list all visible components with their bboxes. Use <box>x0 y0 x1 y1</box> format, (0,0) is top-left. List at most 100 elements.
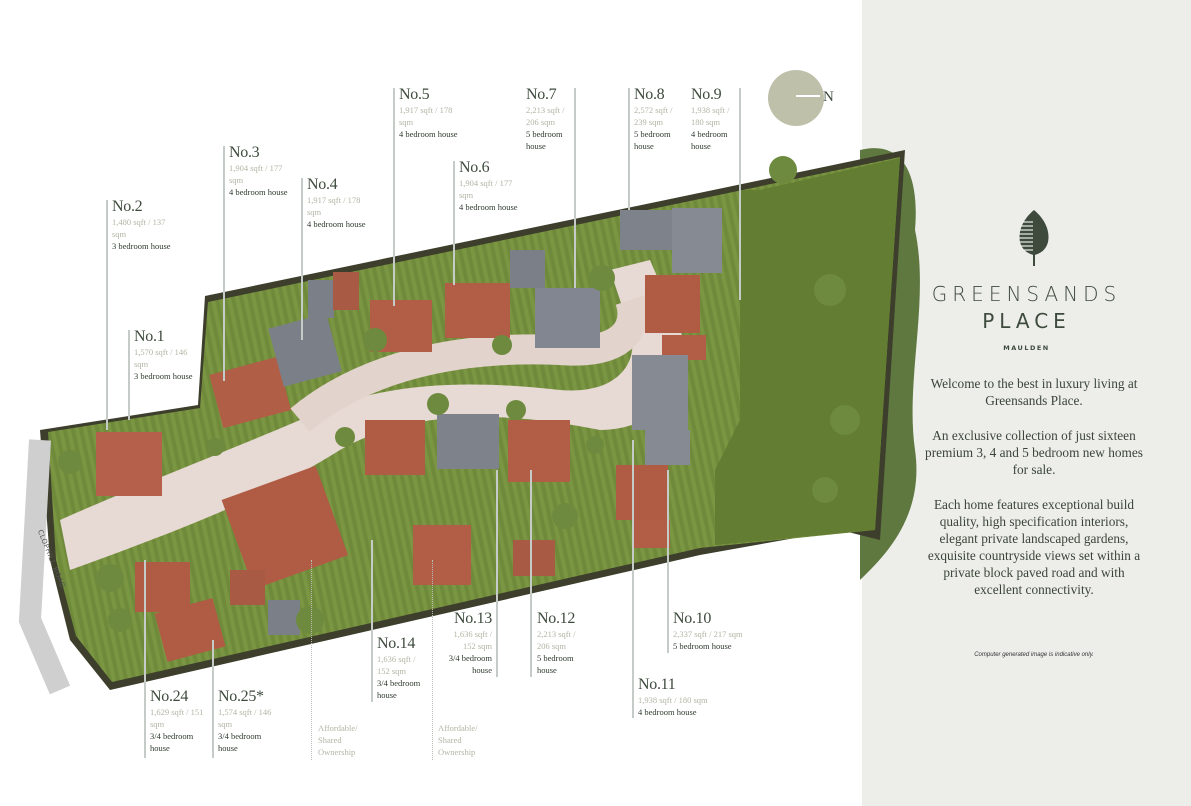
plot-label-no3[interactable]: No.3 1,904 sqft / 177 sqm 4 bedroom house <box>229 144 289 198</box>
leader-line <box>223 146 225 381</box>
plot-type: 4 bedroom house <box>307 219 366 229</box>
site-plan-map <box>18 70 920 695</box>
house-affordable-1 <box>413 525 471 585</box>
affordable-text: Affordable/ Shared Ownership <box>318 723 358 757</box>
plot-number: No.25* <box>218 688 264 705</box>
plot-label-no6[interactable]: No.6 1,904 sqft / 177 sqm 4 bedroom house <box>459 159 519 213</box>
plot-size: 2,213 sqft / 206 sqm <box>526 105 565 127</box>
leader-line <box>739 88 741 300</box>
plot-size: 2,337 sqft / 217 sqm <box>673 629 743 639</box>
house-affordable-2 <box>221 465 349 590</box>
leader-line <box>301 178 303 340</box>
disclaimer: Computer generated image is indicative o… <box>974 652 1094 658</box>
plot-size: 1,480 sqft / 137 sqm <box>112 217 166 239</box>
plot-size: 1,938 sqft / 180 sqm <box>638 695 708 705</box>
intro-paragraph-1: Welcome to the best in luxury living at … <box>930 376 1138 408</box>
plot-type: 3/4 bedroom house <box>377 678 421 700</box>
plot-number: No.9 <box>691 86 722 103</box>
plot-number: No.10 <box>673 610 712 627</box>
houses <box>96 208 722 662</box>
plot-type: 3/4 bedroom house <box>150 731 194 753</box>
garage-no25 <box>230 570 265 605</box>
house-no5-b <box>333 272 359 310</box>
plot-size: 1,904 sqft / 177 sqm <box>459 178 513 200</box>
leader-line <box>574 88 576 288</box>
plot-type: 4 bedroom house <box>229 187 288 197</box>
affordable-label: Affordable/ Shared Ownership <box>438 722 488 758</box>
leader-line <box>496 470 498 677</box>
road <box>60 260 686 570</box>
plot-number: No.1 <box>134 328 165 345</box>
plot-number: No.4 <box>307 176 338 193</box>
plot-label-no10[interactable]: No.10 2,337 sqft / 217 sqm 5 bedroom house <box>673 610 773 652</box>
plot-label-no5[interactable]: No.5 1,917 sqft / 178 sqm 4 bedroom house <box>399 86 459 140</box>
leader-line <box>144 560 146 758</box>
plot-type: 4 bedroom house <box>691 129 728 151</box>
leader-line <box>632 440 634 718</box>
plot-label-no1[interactable]: No.1 1,570 sqft / 146 sqm 3 bedroom house <box>134 328 194 382</box>
house-no7 <box>535 288 600 348</box>
leader-line-dotted <box>311 560 312 760</box>
house-no11-b <box>634 520 670 548</box>
clophill-road <box>18 439 71 695</box>
intro-paragraph-3: Each home features exceptional build qua… <box>927 497 1141 597</box>
house-no3 <box>209 356 292 429</box>
plot-type: 5 bedroom house <box>634 129 671 151</box>
house-no25 <box>154 598 226 662</box>
plot-number: No.13 <box>453 610 492 627</box>
plot-size: 1,570 sqft / 146 sqm <box>134 347 188 369</box>
brand-location: MAULDEN <box>1003 344 1050 352</box>
plot-type: 4 bedroom house <box>638 707 697 717</box>
plot-number: No.5 <box>399 86 430 103</box>
plot-type: 5 bedroom house <box>673 641 732 651</box>
leader-line-dotted <box>432 560 433 760</box>
brand-name-line2: PLACE <box>982 309 1071 333</box>
plot-number: No.6 <box>459 159 490 176</box>
house-no13 <box>437 414 499 469</box>
leader-line <box>371 540 373 702</box>
plot-size: 1,636 sqft / 152 sqm <box>377 654 416 676</box>
affordable-label: Affordable/ Shared Ownership <box>318 722 368 758</box>
plot-size: 1,904 sqft / 177 sqm <box>229 163 283 185</box>
house-no10-b <box>645 430 690 465</box>
trees <box>58 156 860 634</box>
house-no5-garage <box>308 280 334 318</box>
plot-number: No.8 <box>634 86 665 103</box>
north-compass-icon <box>768 70 824 126</box>
house-no6 <box>445 283 510 338</box>
leader-line <box>212 640 214 758</box>
plot-type: 4 bedroom house <box>459 202 518 212</box>
plot-size: 2,213 sqft / 206 sqm <box>537 629 576 651</box>
plot-number: No.7 <box>526 86 557 103</box>
leader-line <box>453 161 455 285</box>
plot-type: 4 bedroom house <box>399 129 458 139</box>
plot-number: No.12 <box>537 610 576 627</box>
plot-type: 3/4 bedroom house <box>448 653 492 675</box>
plot-size: 1,917 sqft / 178 sqm <box>399 105 453 127</box>
house-no9-b <box>645 275 700 333</box>
plot-type: 3/4 bedroom house <box>218 731 262 753</box>
leader-line <box>393 88 395 306</box>
plot-type: 3 bedroom house <box>112 241 171 251</box>
house-no11 <box>616 465 668 520</box>
plot-type: 3 bedroom house <box>134 371 193 381</box>
leader-line <box>128 330 130 420</box>
brand-name: GREENSANDS <box>931 282 1122 306</box>
plot-label-no11[interactable]: No.11 1,938 sqft / 180 sqm 4 bedroom house <box>638 676 738 718</box>
plot-number: No.3 <box>229 144 260 161</box>
house-no12-b <box>513 540 555 576</box>
leaf-icon <box>1018 210 1049 266</box>
plot-number: No.11 <box>638 676 676 693</box>
plot-type: 5 bedroom house <box>537 653 574 675</box>
house-no1 <box>96 432 162 496</box>
